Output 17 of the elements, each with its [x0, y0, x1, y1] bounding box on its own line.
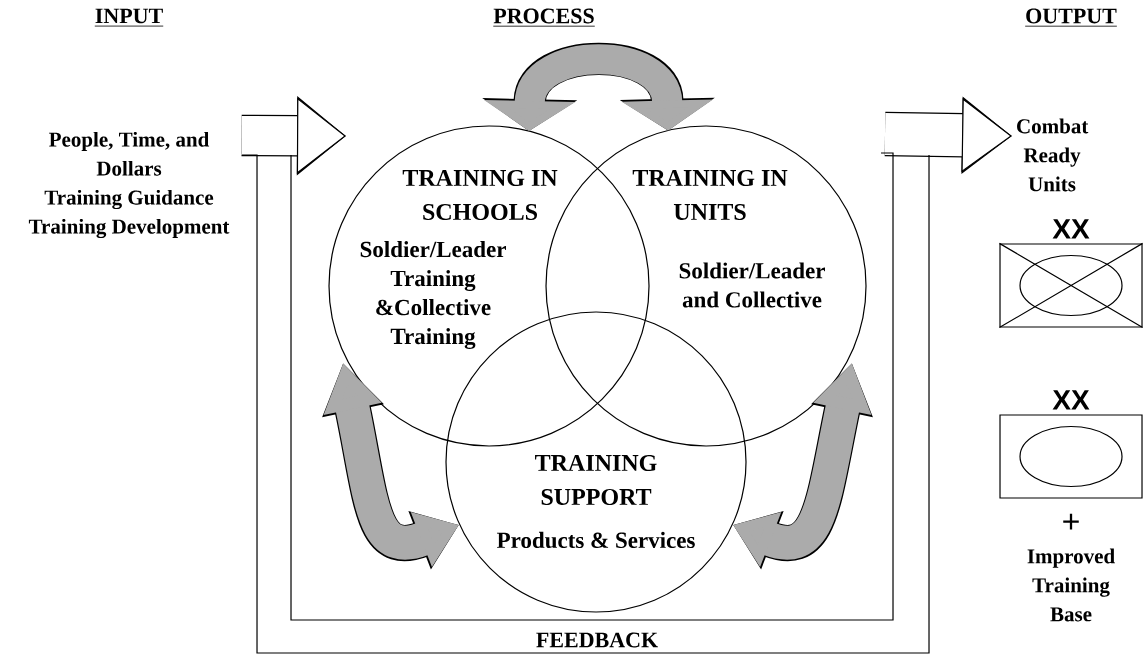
feedback-channel: [241, 152, 930, 654]
plus-sign: +: [1063, 513, 1079, 530]
output-text: Improved Training Base: [1027, 548, 1115, 622]
circle-text: Products & Services: [497, 531, 695, 549]
edge-label: FEEDBACK: [533, 630, 661, 650]
circle-heading: TRAINING IN SCHOOLS: [402, 169, 558, 221]
circle-text: Soldier/Leader and Collective: [679, 262, 825, 308]
output-text: Combat Ready Units: [1017, 118, 1089, 192]
column-heading: OUTPUT: [1024, 8, 1118, 27]
echelon-label: XX: [1052, 390, 1090, 410]
circle-text: Soldier/Leader Training &Collective Training: [360, 240, 506, 349]
echelon-label: XX: [1052, 219, 1090, 239]
column-heading: PROCESS: [492, 8, 596, 27]
circle-heading: TRAINING IN UNITS: [632, 169, 788, 221]
circle-heading: TRAINING SUPPORT: [535, 454, 657, 506]
input-text: People, Time, and Dollars Training Guidance Training Development: [28, 131, 230, 239]
column-heading: INPUT: [94, 8, 164, 27]
